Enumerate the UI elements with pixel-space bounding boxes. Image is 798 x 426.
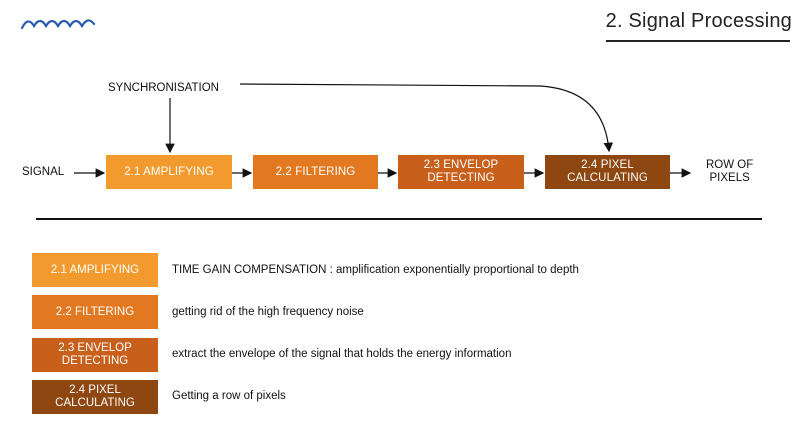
stage-envelop-detecting: 2.3 ENVELOP DETECTING bbox=[398, 155, 524, 189]
arrow-sync-to-pixel bbox=[239, 83, 614, 153]
legend-box-envelop-detecting: 2.3 ENVELOP DETECTING bbox=[32, 338, 158, 372]
legend-desc-pixel-calculating: Getting a row of pixels bbox=[172, 390, 286, 402]
stage-amplifying: 2.1 AMPLIFYING bbox=[106, 155, 232, 189]
synchronisation-label: SYNCHRONISATION bbox=[108, 82, 219, 94]
legend-box-filtering: 2.2 FILTERING bbox=[32, 295, 158, 329]
legend-box-amplifying: 2.1 AMPLIFYING bbox=[32, 253, 158, 287]
legend-desc-amplifying: TIME GAIN COMPENSATION : amplification e… bbox=[172, 264, 579, 276]
legend-box-pixel-calculating: 2.4 PIXEL CALCULATING bbox=[32, 380, 158, 414]
wave-icon bbox=[20, 19, 96, 30]
title-underline bbox=[606, 40, 790, 42]
section-divider bbox=[36, 218, 762, 220]
legend-desc-filtering: getting rid of the high frequency noise bbox=[172, 306, 364, 318]
stage-filtering: 2.2 FILTERING bbox=[253, 155, 378, 189]
row-of-pixels-label: ROW OF PIXELS bbox=[706, 159, 754, 184]
signal-label: SIGNAL bbox=[22, 166, 65, 178]
legend-desc-envelop-detecting: extract the envelope of the signal that … bbox=[172, 348, 512, 360]
stage-pixel-calculating: 2.4 PIXEL CALCULATING bbox=[545, 155, 670, 189]
page-title: 2. Signal Processing bbox=[605, 10, 792, 32]
